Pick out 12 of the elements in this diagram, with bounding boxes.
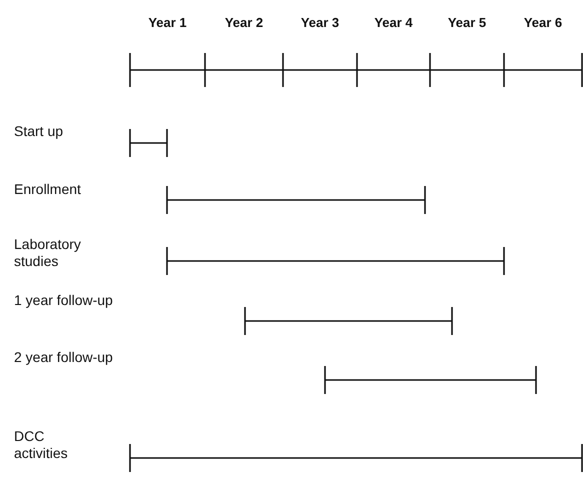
year-label: Year 3: [300, 14, 340, 31]
task-label: Enrollment: [14, 181, 82, 198]
year-label: Year 4: [374, 14, 413, 31]
task-label: 2 year follow-up: [14, 349, 114, 366]
task-label: Start up: [14, 123, 64, 140]
task-label: 1 year follow-up: [14, 292, 114, 309]
year-label: Year 5: [448, 14, 486, 31]
task-label: Laboratory studies: [14, 236, 82, 270]
task-label: DCC activities: [14, 428, 69, 462]
year-label: Year 2: [224, 14, 264, 31]
year-label: Year 6: [524, 14, 562, 31]
year-label: Year 1: [148, 14, 187, 31]
